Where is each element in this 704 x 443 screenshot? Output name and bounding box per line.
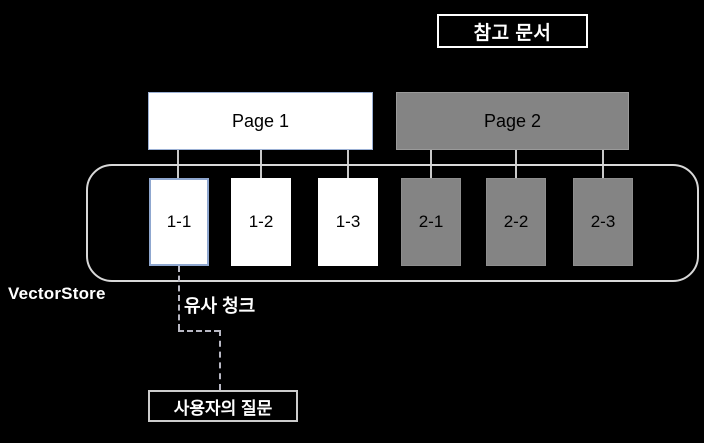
vectorstore-label: VectorStore [8, 284, 106, 303]
chunk-1-3[interactable]: 1-3 [318, 178, 378, 266]
chunk-2-2[interactable]: 2-2 [486, 178, 546, 266]
chunk-1-1-label: 1-1 [166, 212, 192, 231]
chunk-1-1[interactable]: 1-1 [149, 178, 209, 266]
chunk-2-3[interactable]: 2-3 [573, 178, 633, 266]
similar-chunk-label: 유사 청크 [184, 296, 256, 316]
query-path-segment-horizontal [178, 330, 220, 332]
chunk-1-3-label: 1-3 [335, 212, 361, 231]
chunk-1-2-label: 1-2 [248, 212, 274, 231]
reference-document-title-box: 참고 문서 [437, 14, 588, 48]
page-box-2-label: Page 2 [483, 110, 542, 131]
page-box-2: Page 2 [396, 92, 629, 150]
user-question-box: 사용자의 질문 [148, 390, 298, 422]
query-path-segment-upper [178, 266, 180, 330]
reference-document-title-label: 참고 문서 [473, 22, 552, 44]
page-box-1: Page 1 [148, 92, 373, 150]
chunk-2-3-label: 2-3 [590, 212, 616, 231]
page-box-1-label: Page 1 [231, 110, 290, 131]
query-path-segment-lower [219, 330, 221, 390]
chunk-2-1[interactable]: 2-1 [401, 178, 461, 266]
chunk-1-2[interactable]: 1-2 [231, 178, 291, 266]
user-question-label: 사용자의 질문 [173, 398, 273, 418]
chunk-2-1-label: 2-1 [418, 212, 444, 231]
vectorstore-container [86, 164, 699, 282]
chunk-2-2-label: 2-2 [503, 212, 529, 231]
